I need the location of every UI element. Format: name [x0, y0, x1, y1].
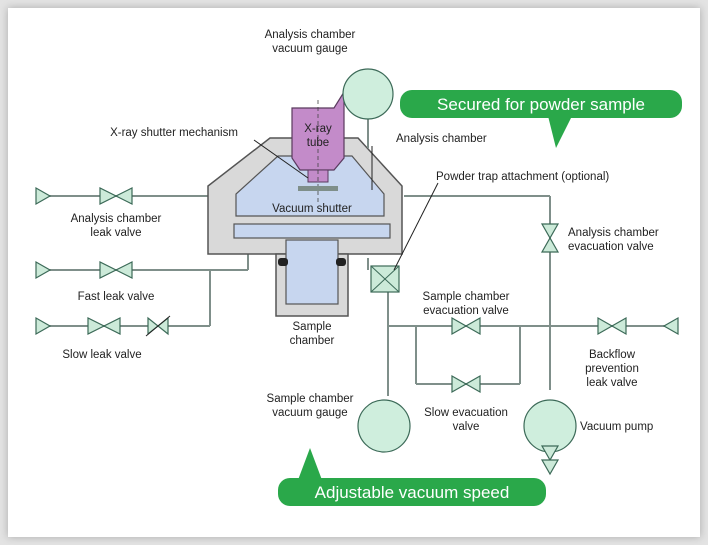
outlet-arrow-icon [662, 316, 679, 336]
label-evac-valve: evacuation valve [568, 241, 654, 253]
leader-lines [253, 139, 439, 271]
vacuum-shutter-plate [298, 186, 338, 191]
label-slow-evac: Slow evacuation [424, 407, 508, 419]
label-xray-shutter: X-ray shutter mechanism [110, 127, 238, 139]
label-backflow: leak valve [586, 377, 637, 389]
diagram-frame: Secured for powder sample Adjustable vac… [8, 8, 700, 537]
powder-trap [370, 265, 400, 293]
label-xray-tube: X-ray [304, 123, 332, 135]
valve-icon [597, 316, 614, 336]
inlet-arrow-icon [35, 316, 52, 336]
inlet-arrow-icon [35, 186, 52, 206]
label-backflow: Backflow [589, 349, 636, 361]
valve-icon [114, 261, 133, 279]
label-leak-valve: Analysis chamber [71, 213, 162, 225]
vacuum-system-diagram: Secured for powder sample Adjustable vac… [35, 29, 682, 506]
label-analysis-gauge: vacuum gauge [272, 43, 347, 55]
label-analysis-gauge: Analysis chamber [265, 29, 356, 41]
label-sc-evac: Sample chamber [423, 291, 510, 303]
callout-speed: Adjustable vacuum speed [278, 448, 546, 506]
xray-tube [291, 89, 345, 204]
label-sc-gauge: vacuum gauge [272, 407, 347, 419]
sample-stage [233, 223, 391, 239]
sample-gauge-icon [357, 399, 411, 453]
valve-icon [102, 317, 121, 335]
o-ring-right [336, 258, 346, 266]
valve-icon [540, 223, 560, 240]
label-leak-valve: leak valve [90, 227, 141, 239]
label-vacuum-pump: Vacuum pump [580, 421, 653, 433]
label-sc-gauge: Sample chamber [267, 393, 354, 405]
label-vacuum-shutter: Vacuum shutter [272, 203, 352, 215]
valve-icon [610, 316, 627, 336]
valve-icon [451, 374, 468, 394]
valve-icon [451, 316, 468, 336]
o-ring-left [278, 258, 288, 266]
label-sc-evac: evacuation valve [423, 305, 509, 317]
analysis-gauge-icon [342, 68, 394, 120]
label-evac-valve: Analysis chamber [568, 227, 659, 239]
vacuum-pump-icon [523, 399, 577, 453]
callout-powder-text: Secured for powder sample [437, 95, 645, 114]
valve-icon [87, 317, 106, 335]
variable-leak-icon [147, 316, 159, 336]
label-fast-leak: Fast leak valve [78, 291, 155, 303]
label-powder-trap: Powder trap attachment (optional) [436, 171, 609, 183]
label-backflow: prevention [585, 363, 639, 375]
gauges [342, 68, 577, 476]
sample-chamber-inner [285, 239, 339, 305]
valve-icon [99, 261, 118, 279]
line-end-arrows [35, 186, 679, 336]
valve-icon [540, 236, 560, 253]
valve-icon [99, 187, 118, 205]
inlet-arrow-icon [35, 260, 52, 280]
label-analysis-chamber: Analysis chamber [396, 133, 487, 145]
valve-icon [464, 316, 481, 336]
label-slow-leak: Slow leak valve [62, 349, 141, 361]
label-slow-evac: valve [453, 421, 480, 433]
label-sample-chamber: chamber [290, 335, 335, 347]
label-xray-tube: tube [307, 137, 329, 149]
callout-speed-text: Adjustable vacuum speed [315, 483, 510, 502]
callout-powder: Secured for powder sample [400, 90, 682, 148]
variable-leak-icon [157, 316, 169, 336]
valve-icon [464, 374, 481, 394]
labels: Analysis chamber vacuum gauge X-ray tube… [62, 29, 659, 433]
valve-icon [114, 187, 133, 205]
label-sample-chamber: Sample [293, 321, 332, 333]
valves [87, 187, 627, 394]
